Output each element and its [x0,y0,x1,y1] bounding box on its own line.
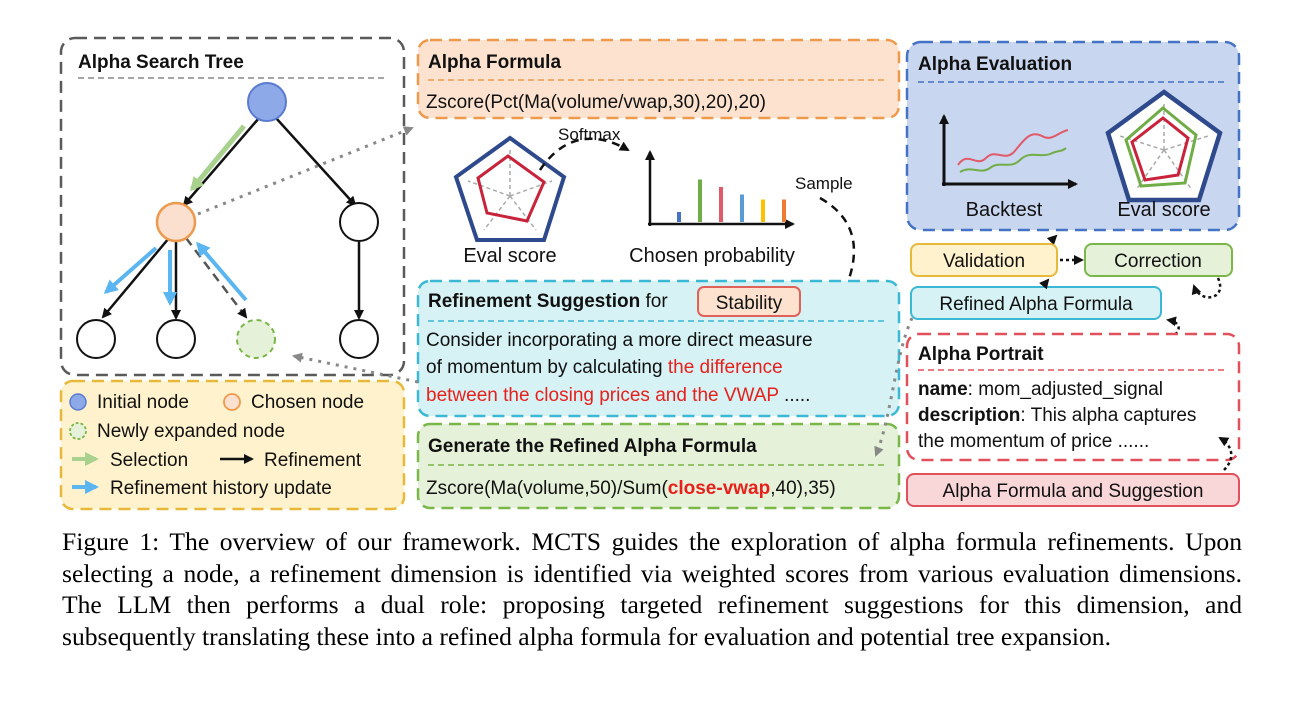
refined-to-validation [1039,278,1050,290]
prob-bar-3 [719,187,723,222]
chosen-probability-label: Chosen probability [629,245,795,267]
legend-expanded-label: Newly expanded node [97,421,285,442]
tree-node-right [339,202,379,242]
legend-refinement-label: Refinement [264,450,362,471]
leaf-node-1 [76,319,116,359]
backtest-green-line [959,147,1067,173]
evaluation-title: Alpha Evaluation [918,54,1072,75]
dimension-label: Stability [716,293,783,314]
formula-suggestion-box: Alpha Formula and Suggestion [906,473,1240,507]
alpha-formula-panel: Alpha Formula Zscore(Pct(Ma(volume/vwap,… [416,38,901,120]
middle-eval-score-label: Eval score [463,245,556,267]
eval-score-radar [453,135,567,242]
prob-bar-5 [761,199,765,222]
refinement-title: Refinement Suggestion for [428,291,668,312]
history-arrow-3 [196,241,248,302]
softmax-arrow [538,137,630,171]
probability-chart [645,150,795,229]
sample-label: Sample [795,174,853,193]
legend-initial-label: Initial node [97,392,189,413]
alpha-portrait-panel: Alpha Portrait name: mom_adjusted_signal… [905,332,1241,462]
refinement-suggestion-panel: Refinement Suggestion for Stability Cons… [416,279,901,418]
eval-score-label-right: Eval score [1117,199,1210,221]
leaf-node-2 [156,319,196,359]
validation-label: Validation [943,251,1025,272]
refinement-line-1: Consider incorporating a more direct mea… [426,330,813,351]
correction-self-loop [1191,277,1222,299]
backtest-label: Backtest [966,199,1043,221]
edge-chosen-leaf1 [101,237,170,319]
prob-bar-2 [698,179,702,222]
backtest-red-line [957,129,1069,166]
chosen-node [155,201,197,243]
legend-chosen-label: Chosen node [251,392,364,413]
newly-expanded-node [236,319,276,359]
link-refined-to-generate [874,317,914,457]
legend-expanded-marker [69,422,87,440]
validation-box: Validation [910,243,1058,277]
leaf-node-4 [339,319,379,359]
legend-chosen-marker [223,393,241,411]
edge-root-right [275,117,357,207]
refined-formula-label: Refined Alpha Formula [939,294,1133,315]
correction-box: Correction [1084,243,1233,277]
portrait-title: Alpha Portrait [918,344,1044,365]
link-chosen-to-formula [197,126,414,216]
portrait-to-refined [1165,316,1180,344]
formula-suggestion-label: Alpha Formula and Suggestion [943,481,1204,502]
generate-title: Generate the Refined Alpha Formula [428,436,757,457]
history-arrow-1 [103,246,158,294]
softmax-label: Softmax [558,125,621,144]
legend-history-label: Refinement history update [110,478,332,499]
portrait-description-2: the momentum of price ...... [918,431,1149,452]
dimension-badge [697,286,801,317]
generate-formula: Zscore(Ma(volume,50)/Sum(close-vwap,40),… [426,478,836,499]
suggestion-to-portrait [1218,436,1233,471]
initial-node [247,82,287,122]
selection-arrow [190,124,246,192]
alpha-evaluation-panel: Alpha Evaluation Backtest Eval score [905,40,1241,232]
alpha-formula-text: Zscore(Pct(Ma(volume/vwap,30),20),20) [426,92,766,113]
generate-refined-panel: Generate the Refined Alpha Formula Zscor… [416,422,901,510]
legend-panel: Initial node Chosen node Newly expanded … [59,379,406,511]
link-generate-to-tree [292,352,419,384]
refined-formula-box: Refined Alpha Formula [910,286,1162,320]
legend-selection-label: Selection [110,450,188,471]
search-tree-title: Alpha Search Tree [78,52,244,73]
portrait-description: description: This alpha captures [918,405,1196,426]
figure-caption: Figure 1: The overview of our framework.… [62,527,1242,651]
prob-bar-1 [677,212,681,222]
search-tree-panel: Alpha Search Tree [59,36,406,377]
refinement-line-3: between the closing prices and the VWAP … [426,385,810,406]
correction-label: Correction [1114,251,1202,272]
alpha-formula-title: Alpha Formula [428,52,561,73]
portrait-name: name: mom_adjusted_signal [918,379,1163,400]
prob-bar-6 [782,199,786,222]
refinement-line-2: of momentum by calculating the differenc… [426,357,783,378]
edge-chosen-newnode [185,237,248,319]
prob-bar-4 [740,194,744,222]
legend-initial-marker [69,393,87,411]
